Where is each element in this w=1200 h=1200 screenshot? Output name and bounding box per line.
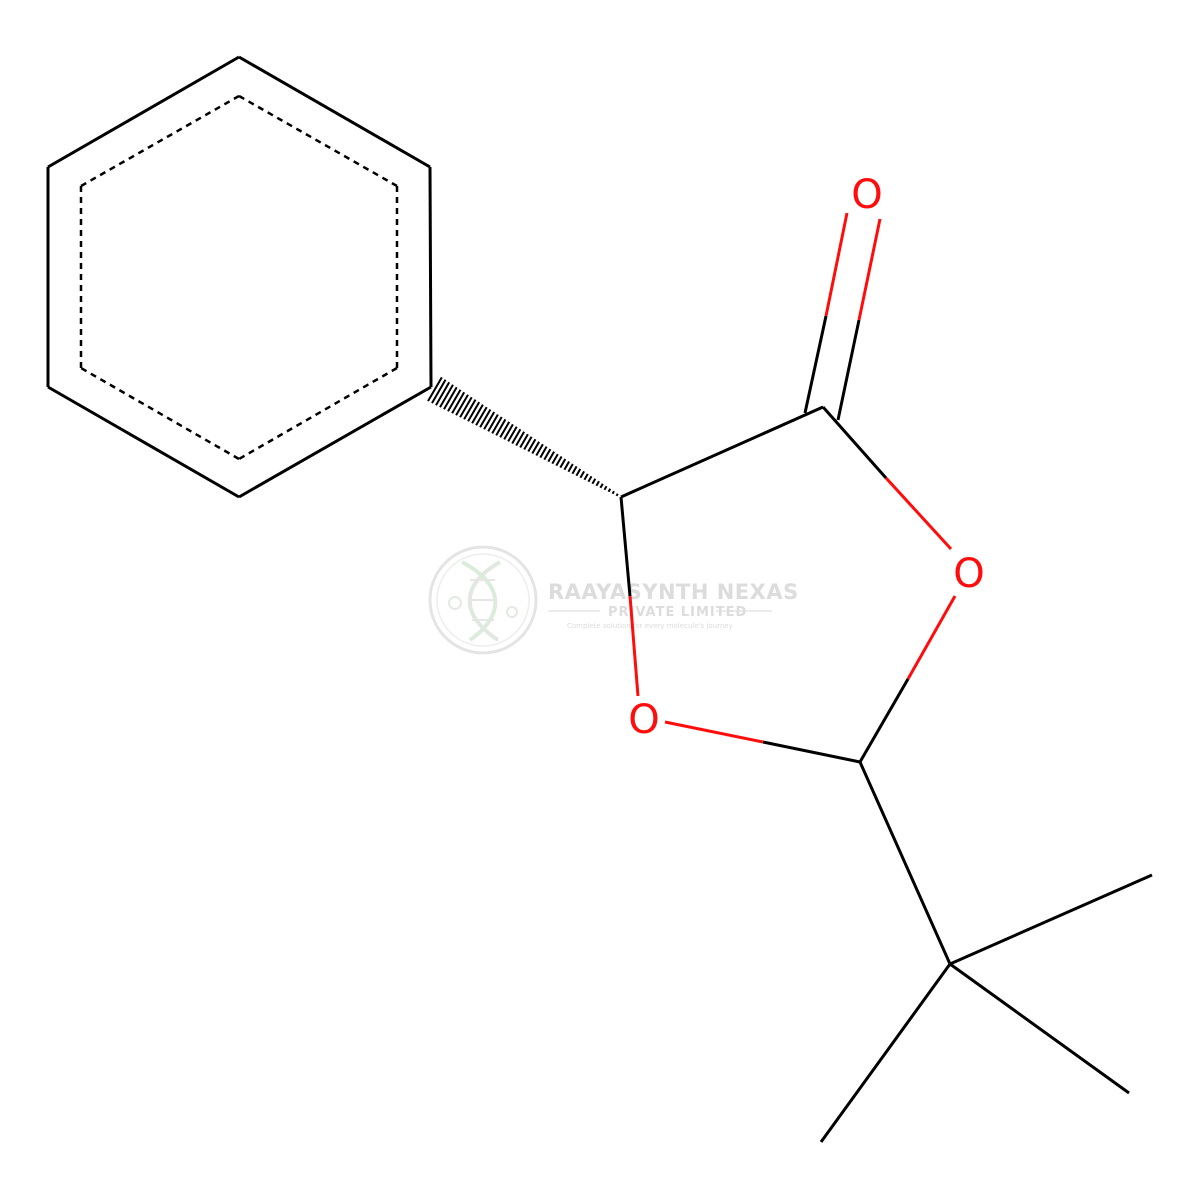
hash-line [487,414,499,432]
bond-o1-c2-black [858,678,910,763]
hash-line [611,490,615,495]
hash-line [515,431,525,446]
hash-line [479,408,492,428]
hash-line [435,381,451,406]
bond-cq-me3 [819,963,952,1143]
atom-ring-oxygen-right: O [953,551,984,597]
bond-c2-o3-black [762,740,861,764]
atom-ring-oxygen-bottom: O [628,697,659,743]
watermark: RAAYASYNTH NEXAS PRIVATE LIMITED Complet… [428,545,799,655]
watermark-subtitle: PRIVATE LIMITED [608,605,747,620]
hash-line [539,446,548,459]
hash-line [535,443,544,457]
hash-line [547,451,555,463]
hash-line [483,411,496,430]
bond-aromatic-1 [238,94,398,188]
hash-line [427,376,443,402]
hash-line [511,428,522,445]
bond-carbonyl-b-black [836,319,861,421]
bond-aromatic-4 [80,366,240,461]
bond-c5-o1-red [884,476,953,551]
hash-line [519,433,529,449]
hash-line [459,396,473,418]
hash-line [543,448,552,461]
hash-line [567,463,574,473]
bond-aromatic-6 [80,94,240,188]
hash-line [607,488,612,493]
bond-ring-6 [47,55,240,169]
bond-c4-c5 [620,405,824,499]
hash-line [495,418,507,436]
bond-hashed-wedge [427,376,619,497]
hash-line [559,458,567,469]
hash-line [463,399,477,420]
hash-line [447,389,462,412]
bond-ring-4 [47,385,240,499]
hash-line [591,478,597,485]
hash-line [467,401,481,422]
hash-line [599,483,604,489]
hash-line [455,394,469,416]
hash-line [475,406,488,426]
hash-line [555,455,563,467]
hash-line [503,423,514,440]
hash-line [439,384,454,408]
hash-line [527,438,537,452]
bond-cq-me1 [949,873,1153,966]
hash-line [531,441,540,454]
bond-ring-1 [238,55,431,169]
hash-line [583,473,589,481]
hash-line [579,470,585,479]
bond-carbonyl-a-black [803,315,828,414]
phenyl-aromatic-inner [79,94,399,461]
hash-line [615,493,619,497]
hash-line [523,436,533,451]
bond-c2-o3-red [664,720,764,744]
bond-c5-o1-black [821,406,888,479]
bond-carbonyl-a-red [824,212,849,317]
watermark-tagline: Complete solution for every molecule's j… [567,622,733,630]
bond-aromatic-3 [238,366,398,461]
hash-line [575,468,582,477]
bond-carbonyl-b-red [857,218,882,321]
bond-cq-me2 [949,962,1130,1095]
bond-o3-c4-red [628,595,640,697]
atom-labels: O O O [628,172,984,743]
hash-line [507,426,518,442]
watermark-logo-icon [428,545,538,655]
hash-line [499,421,511,438]
hash-line [603,485,608,491]
hash-line [587,475,593,483]
bond-o3-c4-black [619,496,632,597]
bond-ring-2 [428,166,433,388]
phenyl-ring [46,55,433,499]
bonds [46,55,1153,1143]
hash-line [491,416,503,434]
atom-carbonyl-oxygen: O [851,172,882,218]
hash-line [551,453,559,465]
watermark-company-name: RAAYASYNTH NEXAS [548,580,799,604]
hash-line [431,379,447,404]
hash-line [563,461,570,471]
hash-line [451,391,466,414]
hash-line [571,465,578,475]
bond-o1-c2-red [906,595,957,680]
bond-ring-3 [238,385,432,499]
hash-line [443,386,458,410]
hash-line [471,404,484,424]
bond-c2-cq [858,761,952,965]
hash-line [595,480,600,487]
